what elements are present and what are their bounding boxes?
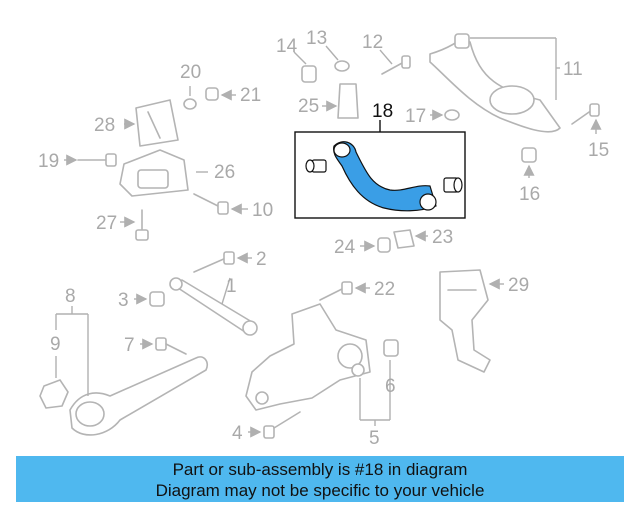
callout-4: 4 (232, 423, 243, 444)
callout-18: 18 (372, 101, 393, 122)
part-8-trailing-arm (55, 306, 209, 436)
callout-25: 25 (298, 96, 319, 117)
info-banner: Part or sub-assembly is #18 in diagram D… (16, 456, 624, 502)
part-17-washer (430, 109, 460, 121)
callout-10: 10 (252, 200, 273, 221)
part-20-washer (183, 86, 197, 110)
part-23-clip (393, 229, 428, 249)
part-4-bolt (248, 411, 301, 439)
callout-6: 6 (385, 376, 396, 397)
part-19-bolt (64, 153, 117, 167)
callout-21: 21 (240, 85, 261, 106)
callout-5: 5 (369, 428, 380, 449)
part-28-mount (124, 99, 179, 147)
part-3-nut (134, 291, 165, 307)
part-6-bushing (351, 339, 399, 426)
part-9-cap (39, 356, 69, 409)
callout-2: 2 (256, 249, 267, 270)
part-16-nut (521, 147, 537, 178)
knuckle (245, 303, 371, 411)
part-7-bolt (140, 337, 187, 355)
callout-24: 24 (334, 237, 356, 258)
part-18-arm (333, 141, 437, 212)
callout-11: 11 (563, 59, 583, 80)
callout-27: 27 (96, 213, 117, 234)
callout-3: 3 (118, 290, 129, 311)
part-21-nut (205, 87, 236, 101)
banner-line-2: Diagram may not be specific to your vehi… (155, 481, 485, 500)
callout-29: 29 (508, 275, 529, 296)
callout-28: 28 (94, 115, 115, 136)
callout-22: 22 (374, 279, 395, 300)
callout-17: 17 (405, 106, 426, 127)
callout-14: 14 (276, 36, 298, 57)
part-11-control-arm (429, 33, 561, 133)
part-27-stud (120, 209, 149, 241)
part-25-bracket (322, 83, 359, 119)
callout-16: 16 (519, 184, 540, 205)
callout-15: 15 (588, 140, 609, 161)
part-18-bushing-right (443, 177, 463, 193)
part-26-mount (119, 149, 208, 197)
callout-7: 7 (124, 335, 135, 356)
callout-13: 13 (306, 28, 327, 49)
callout-23: 23 (432, 227, 453, 248)
part-12-bolt (379, 49, 411, 75)
part-10-bolt (193, 193, 248, 215)
part-18-group (294, 120, 466, 219)
callout-9: 9 (50, 334, 61, 355)
callout-20: 20 (180, 62, 201, 83)
part-22-bolt (319, 281, 370, 301)
callout-1: 1 (226, 276, 237, 297)
part-13-washer (325, 45, 350, 72)
part-29-bracket (439, 269, 504, 373)
part-18-bushing-left (305, 159, 327, 173)
callout-26: 26 (214, 162, 235, 183)
part-24-nut (360, 237, 391, 253)
callout-12: 12 (362, 32, 383, 53)
part-15-bolt (571, 103, 602, 134)
part-2-bolt (193, 251, 252, 273)
part-14-nut (293, 51, 317, 83)
callout-8: 8 (65, 286, 76, 307)
banner-line-1: Part or sub-assembly is #18 in diagram (172, 460, 468, 479)
callout-19: 19 (38, 151, 59, 172)
parts-diagram: 14 13 12 11 15 16 17 (38, 28, 609, 449)
part-1-link (169, 277, 258, 336)
